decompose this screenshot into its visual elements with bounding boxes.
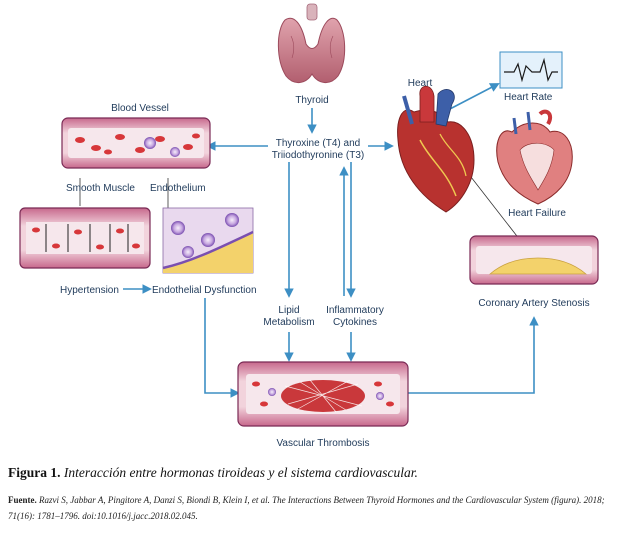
arrow-dysfunction-to-thrombosis xyxy=(204,298,240,398)
endothelial-dysfunction-label: Endothelial Dysfunction xyxy=(152,285,257,296)
lipid-label-line2: Metabolism xyxy=(263,317,314,328)
figure-source-label: Fuente. xyxy=(8,495,37,505)
heart-failure-illustration xyxy=(496,109,573,205)
cytokines-label-line2: Cytokines xyxy=(333,317,377,328)
endothelium-label: Endothelium xyxy=(150,183,206,194)
heart-rate-label: Heart Rate xyxy=(504,92,553,103)
hormones-label-line2: Triiodothyronine (T3) xyxy=(272,150,364,161)
blood-vessel-illustration xyxy=(61,117,211,169)
heart-rate-monitor xyxy=(499,51,563,89)
arrow-heart-to-heart-rate xyxy=(447,83,500,111)
coronary-stenosis-label: Coronary Artery Stenosis xyxy=(478,298,589,309)
heart-illustration xyxy=(397,85,475,213)
hypertension-label: Hypertension xyxy=(60,285,119,296)
thyroid-cardio-diagram: Thyroid Thyroxine (T4) and Triiodothyron… xyxy=(19,3,599,449)
connector-arrows xyxy=(123,83,539,398)
figure-caption: Figura 1. Interacción entre hormonas tir… xyxy=(8,465,626,481)
blood-vessel-label: Blood Vessel xyxy=(111,103,169,114)
hormones-label-line1: Thyroxine (T4) and xyxy=(276,138,360,149)
cytokines-label-line1: Inflammatory xyxy=(326,305,384,316)
vascular-thrombosis-label: Vascular Thrombosis xyxy=(277,438,370,449)
thyroid-label: Thyroid xyxy=(295,95,328,106)
heart-label: Heart xyxy=(408,78,433,89)
coronary-artery-illustration xyxy=(469,235,599,285)
arrow-thrombosis-to-coronary xyxy=(408,316,539,394)
smooth-muscle-label: Smooth Muscle xyxy=(66,183,135,194)
thyroid-illustration xyxy=(277,3,346,83)
endothelial-dysfunction-illustration xyxy=(162,207,254,274)
figure-caption-label: Figura 1. xyxy=(8,465,61,480)
hypertension-vessel-illustration xyxy=(19,207,151,269)
heart-failure-label: Heart Failure xyxy=(508,208,566,219)
figure-caption-text: Interacción entre hormonas tiroideas y e… xyxy=(63,465,418,480)
vascular-thrombosis-illustration xyxy=(237,361,409,427)
figure-source-text: Razvi S, Jabbar A, Pingitore A, Danzi S,… xyxy=(8,495,605,521)
figure-source: Fuente. Razvi S, Jabbar A, Pingitore A, … xyxy=(8,492,626,524)
lipid-label-line1: Lipid xyxy=(278,305,299,316)
